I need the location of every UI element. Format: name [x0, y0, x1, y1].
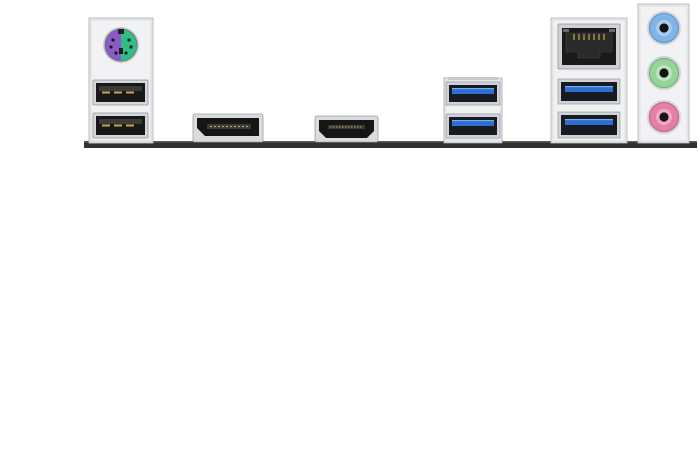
ps2-port-icon: [103, 27, 139, 63]
audio-jack-icon: [647, 100, 681, 134]
blank-area: [0, 150, 700, 469]
ethernet-port-icon: [557, 23, 621, 70]
usb-port-icon: [445, 113, 501, 139]
audio-jack-icon: [647, 56, 681, 90]
usb-port-icon: [445, 81, 501, 106]
displayport-icon: [192, 113, 264, 143]
usb-port-icon: [557, 78, 621, 105]
lan-usb3-stack: [550, 17, 628, 144]
audio-stack: [637, 3, 690, 144]
usb-port-icon: [92, 112, 149, 139]
usb-port-icon: [557, 111, 621, 139]
audio-jack-icon: [647, 11, 681, 45]
usb3-stack-center: [443, 77, 503, 144]
board-edge: [84, 141, 697, 148]
hdmi-icon: [314, 115, 379, 143]
ps2-usb-stack: [88, 17, 154, 144]
usb-port-icon: [92, 79, 149, 106]
